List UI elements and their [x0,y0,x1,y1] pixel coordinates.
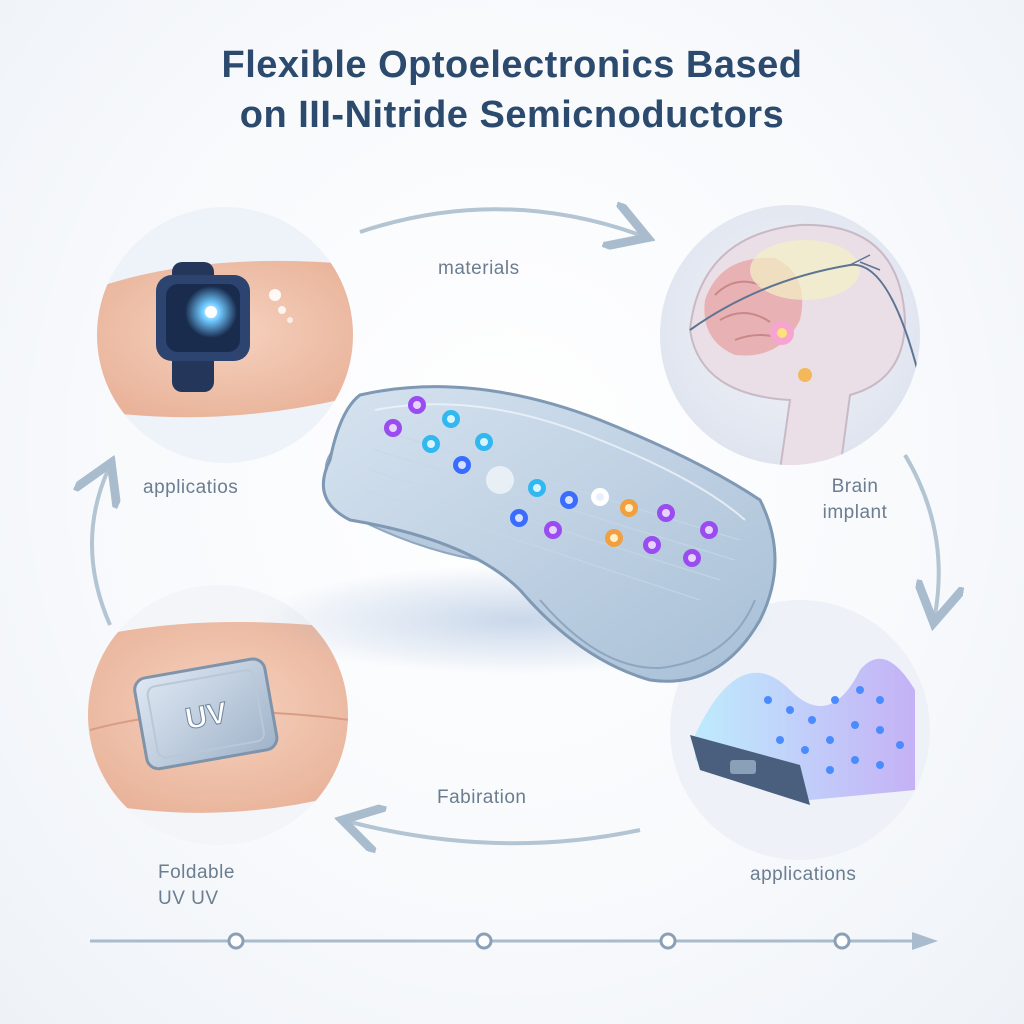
smartwatch-illustration [97,207,353,463]
curved-led-panel-illustration [670,600,930,860]
timeline-node-4 [833,932,851,950]
label-applications-right: applications [750,864,857,885]
timeline-node-1 [227,932,245,950]
title-line-2: on III-Nitride Semicnoductors [239,94,785,136]
arrow-right [903,453,939,615]
label-materials: materials [438,258,520,279]
label-fabrication: Fabiration [437,787,527,808]
uv-badge-text: UV [183,696,230,736]
uv-patch-illustration: UV [88,585,348,845]
flexible-led-band [260,385,780,683]
label-foldable-uv: Foldable UV UV [158,860,235,912]
label-brain: Brain [831,476,879,497]
label-applications-left: applicatios [143,477,239,498]
brain-implant-illustration [660,205,920,465]
arrow-left [92,470,110,626]
label-implant: implant [822,502,888,523]
timeline [90,932,938,950]
timeline-arrowhead [912,932,938,950]
title-line-1: Flexible Optoelectronics Based [221,44,803,86]
diagram-title: Flexible Optoelectronics Based on III-Ni… [0,40,1024,140]
label-brain-implant: Brain implant [800,476,910,524]
arrow-bottom [350,822,641,843]
arrow-top [359,209,640,235]
timeline-node-2 [475,932,493,950]
label-foldable: Foldable [158,862,235,883]
label-uv-uv: UV UV [158,888,219,909]
timeline-node-3 [659,932,677,950]
